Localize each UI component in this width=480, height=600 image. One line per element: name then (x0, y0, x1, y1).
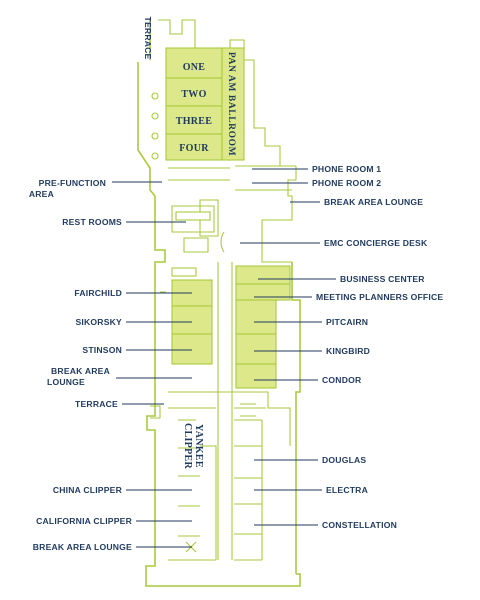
label-terrace-mid: TERRACE (75, 399, 118, 409)
building-walls (137, 18, 301, 587)
label-china-clipper: CHINA CLIPPER (53, 485, 123, 495)
label-sikorsky: SIKORSKY (76, 317, 123, 327)
ballroom-two-label: TWO (181, 89, 206, 100)
right-labels: PHONE ROOM 1 PHONE ROOM 2 BREAK AREA LOU… (312, 164, 443, 530)
left-labels: PRE-FUNCTION AREA REST ROOMS FAIRCHILD S… (29, 178, 133, 552)
label-pre-function-area-1: PRE-FUNCTION (39, 178, 106, 188)
label-phone-room-2: PHONE ROOM 2 (312, 178, 381, 188)
label-break-area-lounge-top: BREAK AREA LOUNGE (324, 197, 423, 207)
room-sikorsky (171, 305, 213, 335)
label-fairchild: FAIRCHILD (74, 288, 122, 298)
ballroom-label-strip (221, 47, 245, 161)
room-meeting-planners-office (235, 283, 291, 301)
label-break-area-lounge-mid-2: LOUNGE (47, 377, 85, 387)
yankee-clipper-label: YANKEE CLIPPER (182, 423, 204, 469)
room-kingbird (235, 333, 277, 365)
label-phone-room-1: PHONE ROOM 1 (312, 164, 381, 174)
label-rest-rooms: REST ROOMS (62, 217, 122, 227)
ballroom-three-label: THREE (176, 116, 213, 127)
label-constellation: CONSTELLATION (322, 520, 397, 530)
label-break-area-lounge-bottom: BREAK AREA LOUNGE (33, 542, 132, 552)
floor-details (150, 92, 256, 553)
ballroom-labels: ONE TWO THREE FOUR PAN AM BALLROOM (176, 52, 236, 156)
room-pitcairn (235, 299, 277, 335)
label-kingbird: KINGBIRD (326, 346, 370, 356)
label-stinson: STINSON (82, 345, 122, 355)
ballroom-two (165, 77, 223, 107)
ballroom-three (165, 105, 223, 135)
label-electra: ELECTRA (326, 485, 368, 495)
label-california-clipper: CALIFORNIA CLIPPER (36, 516, 132, 526)
ballroom-four (165, 133, 223, 161)
label-business-center: BUSINESS CENTER (340, 274, 425, 284)
yankee-label: YANKEE (193, 424, 204, 468)
label-emc-concierge-desk: EMC CONCIERGE DESK (324, 238, 428, 248)
label-pre-function-area-2: AREA (29, 189, 54, 199)
clipper-label: CLIPPER (182, 423, 193, 469)
terrace-top-label: TERRACE (143, 17, 153, 60)
leader-lines (112, 168, 336, 548)
room-stinson (171, 333, 213, 365)
label-meeting-planners-office: MEETING PLANNERS OFFICE (316, 292, 443, 302)
ballroom-name: PAN AM BALLROOM (226, 52, 236, 156)
label-pitcairn: PITCAIRN (326, 317, 368, 327)
label-condor: CONDOR (322, 375, 362, 385)
room-business-center (235, 265, 291, 285)
ballroom-one-label: ONE (183, 62, 206, 73)
label-douglas: DOUGLAS (322, 455, 366, 465)
label-break-area-lounge-mid-1: BREAK AREA (51, 366, 110, 376)
room-condor (235, 363, 277, 389)
ballroom-four-label: FOUR (179, 143, 209, 154)
